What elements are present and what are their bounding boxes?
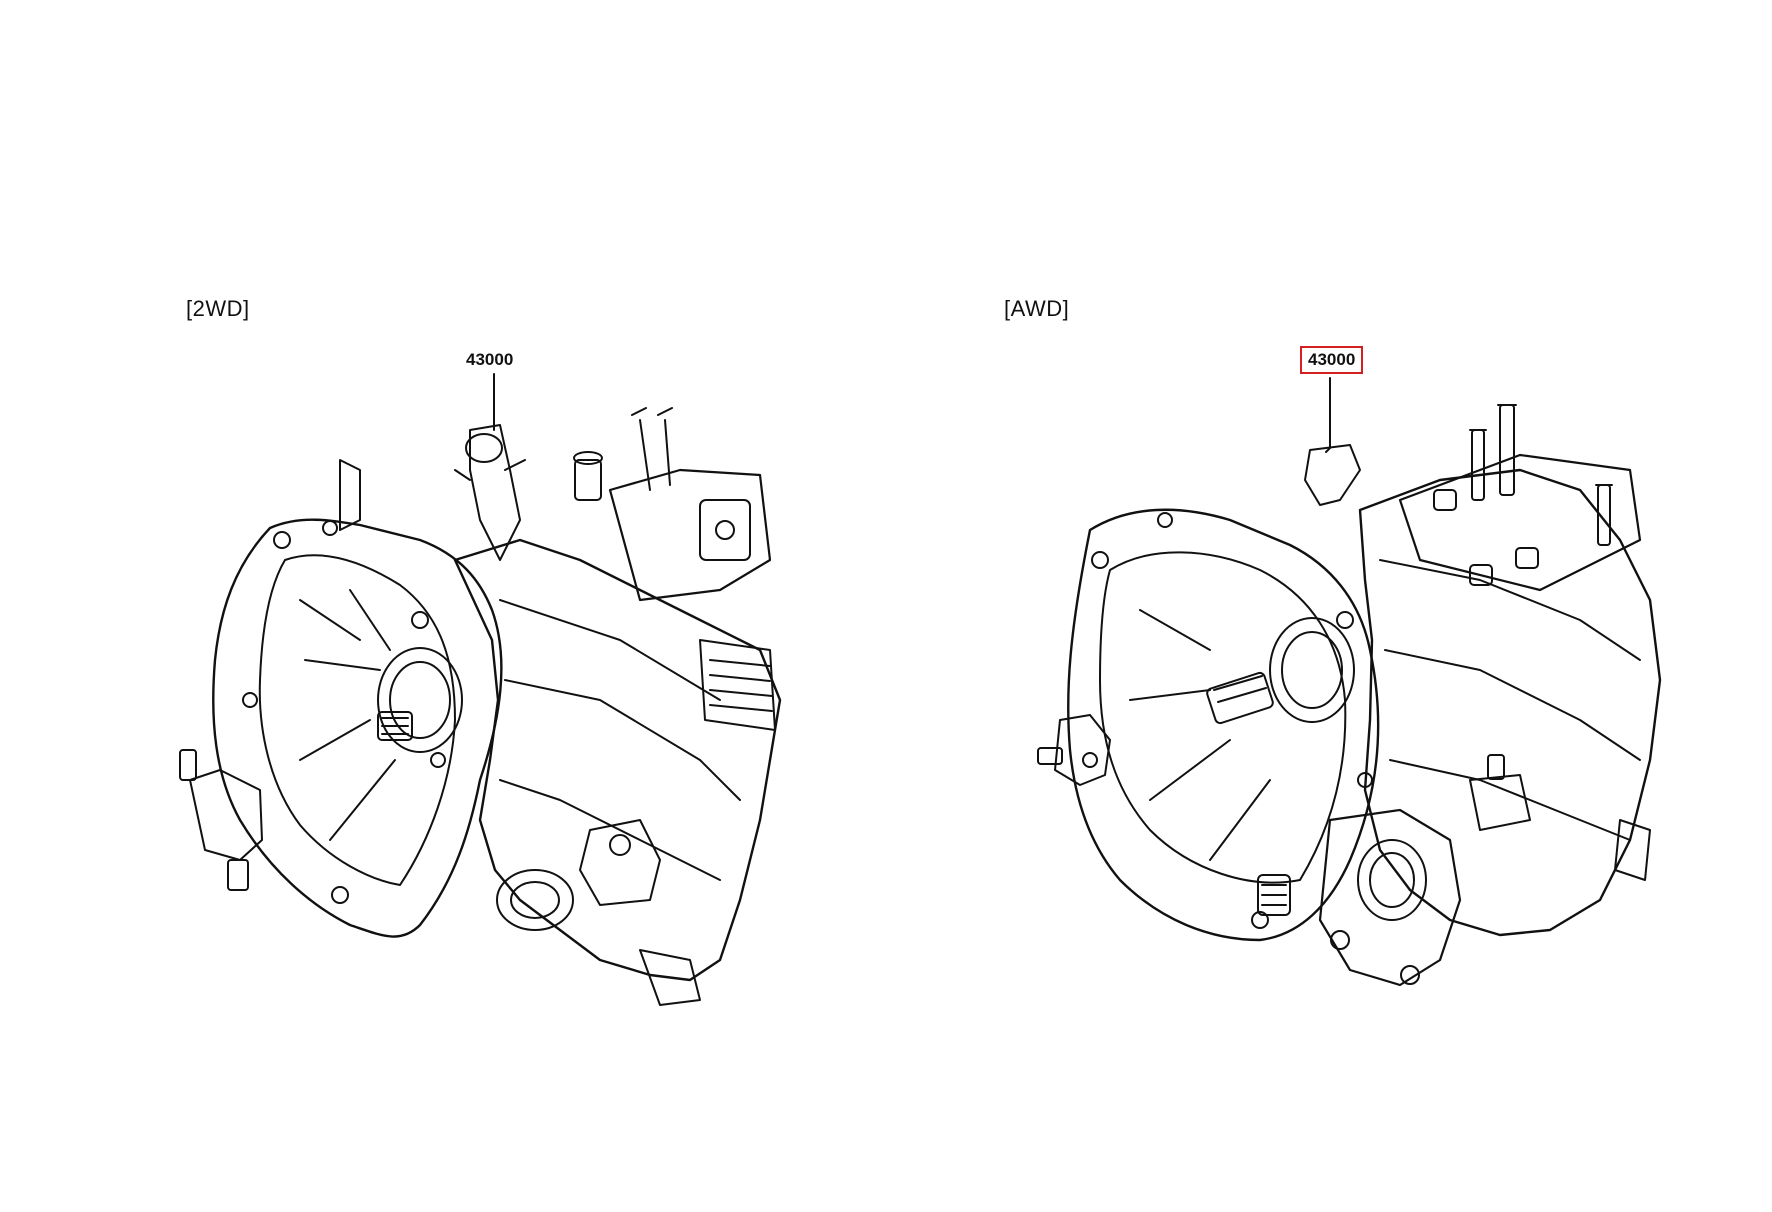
manual-transaxle-awd-icon[interactable]	[1038, 405, 1660, 985]
part-callout-2wd[interactable]: 43000	[466, 350, 514, 369]
manual-transaxle-2wd-icon[interactable]	[180, 408, 780, 1005]
variant-label-2wd: [2WD]	[186, 296, 250, 321]
leader-line-awd	[1326, 378, 1330, 452]
variant-label-awd: [AWD]	[1004, 296, 1070, 321]
part-callout-awd[interactable]: 43000	[1300, 346, 1364, 374]
